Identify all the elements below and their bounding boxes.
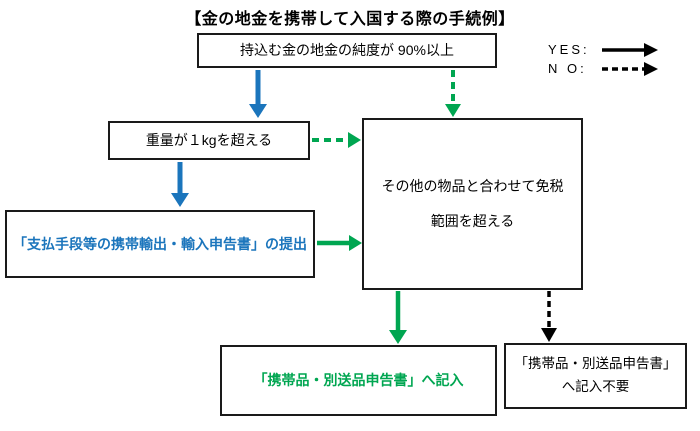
legend-no-label: N O: <box>548 61 587 76</box>
node-gold-purity-label: 持込む金の地金の純度が 90%以上 <box>240 42 454 58</box>
node-customs-form-label: 「携帯品・別送品申告書」へ記入 <box>253 372 464 388</box>
node-payment-declaration: 「支払手段等の携帯輸出・輸入申告書」の提出 <box>5 210 315 278</box>
legend-yes-label: YES: <box>548 42 590 57</box>
arrow-weight-to-dutyfree <box>312 132 361 148</box>
legend-no-arrow-icon <box>602 62 658 76</box>
arrow-purity-to-dutyfree <box>445 70 461 117</box>
arrow-purity-to-weight <box>249 70 267 118</box>
node-customs-form: 「携帯品・別送品申告書」へ記入 <box>220 345 497 416</box>
node-weight-over-1kg: 重量が１kgを超える <box>108 121 310 160</box>
node-customs-form-not-required-label: 「携帯品・別送品申告書」 へ記入不要 <box>514 356 677 394</box>
node-duty-free-limit-label: その他の物品と合わせて免税範囲を超える <box>381 178 564 229</box>
legend-yes-arrow-icon <box>602 43 658 57</box>
node-weight-over-1kg-label: 重量が１kgを超える <box>145 132 273 148</box>
arrow-dutyfree-to-form <box>389 291 407 344</box>
node-duty-free-limit: その他の物品と合わせて免税範囲を超える <box>362 118 583 290</box>
diagram-title: 【金の地金を携帯して入国する際の手続例】 <box>185 11 515 28</box>
node-payment-declaration-label: 「支払手段等の携帯輸出・輸入申告書」の提出 <box>13 235 307 252</box>
arrow-weight-to-payment <box>171 162 189 207</box>
arrow-payment-to-dutyfree <box>317 235 362 251</box>
node-customs-form-not-required: 「携帯品・別送品申告書」 へ記入不要 <box>504 343 687 409</box>
node-gold-purity: 持込む金の地金の純度が 90%以上 <box>197 33 497 68</box>
arrow-dutyfree-to-noform <box>541 291 557 342</box>
